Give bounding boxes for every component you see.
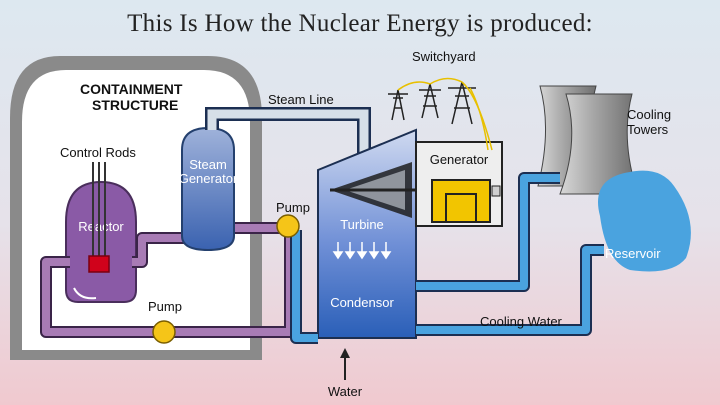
generator [415,141,503,227]
control-rods-label: Control Rods [60,145,136,160]
reservoir [598,170,691,272]
control-rods [88,162,110,273]
cooling-towers-label-line1: Cooling [627,107,671,122]
containment-label-line2: STRUCTURE [92,97,178,113]
containment-label-line1: CONTAINMENT [80,81,183,97]
reservoir-label: Reservoir [605,246,661,261]
turbine-label: Turbine [340,217,384,232]
switchyard-pylons [388,77,493,151]
page-title: This Is How the Nuclear Energy is produc… [127,10,593,37]
condensor-label: Condensor [330,295,394,310]
water-inlet-arrow [340,348,350,380]
reactor-vessel [65,180,137,303]
steam-generator-label-line2: Generator [179,171,238,186]
pump-upper [276,214,300,238]
cooling-water-loop [290,172,604,344]
water-label: Water [328,384,363,399]
pump-upper-label: Pump [276,200,310,215]
reactor-label: Reactor [78,219,124,234]
cooling-towers [537,85,639,195]
steam-generator-label-line1: Steam [189,157,227,172]
steam-line [205,107,371,160]
generator-label: Generator [430,152,489,167]
pump-lower-label: Pump [148,299,182,314]
steam-generator [181,126,235,252]
cooling-water-label: Cooling Water [480,314,563,329]
pump-lower [152,320,176,344]
switchyard-label: Switchyard [412,49,476,64]
steam-line-label: Steam Line [268,92,334,107]
turbine-housing [317,128,436,339]
cooling-towers-label-line2: Towers [627,122,669,137]
